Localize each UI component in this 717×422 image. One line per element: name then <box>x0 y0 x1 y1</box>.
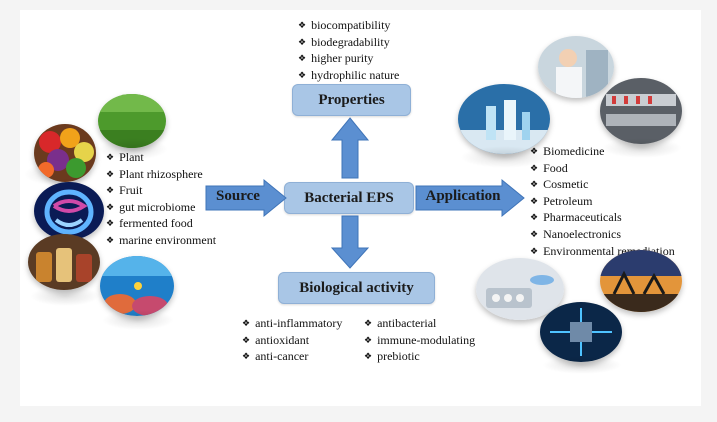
photo-shadow <box>98 138 168 160</box>
photo-shadow <box>102 310 174 330</box>
biological-activity-box: Biological activity <box>278 272 435 304</box>
application-item: Petroleum <box>530 194 675 211</box>
source-item: Plant rhizosphere <box>106 167 216 184</box>
application-list: Biomedicine Food Cosmetic Petroleum Phar… <box>530 144 675 260</box>
fruit-photo-icon <box>34 124 96 182</box>
biological-activity-label: Biological activity <box>299 279 414 296</box>
application-label: Application <box>425 188 501 204</box>
application-item: Biomedicine <box>530 144 675 161</box>
properties-item: higher purity <box>298 51 399 68</box>
photo-shadow <box>460 146 550 168</box>
source-item: fermented food <box>106 216 216 233</box>
source-label: Source <box>216 188 260 204</box>
source-item: Fruit <box>106 183 216 200</box>
biological-activity-item: antioxidant <box>242 333 342 350</box>
application-item: Food <box>530 161 675 178</box>
photo-shadow <box>542 356 622 374</box>
source-item: marine environment <box>106 233 216 250</box>
pills-photo-icon <box>476 258 564 320</box>
biological-activity-list-right: antibacterial immune-modulating prebioti… <box>364 316 475 366</box>
biological-activity-item: prebiotic <box>364 349 475 366</box>
properties-box: Properties <box>292 84 411 116</box>
application-item: Cosmetic <box>530 177 675 194</box>
center-box: Bacterial EPS <box>284 182 414 214</box>
photo-shadow <box>30 286 100 306</box>
source-list: Plant Plant rhizosphere Fruit gut microb… <box>106 150 216 250</box>
properties-list: biocompatibility biodegradability higher… <box>298 18 399 84</box>
biological-activity-list-left: anti-inflammatory antioxidant anti-cance… <box>242 316 342 366</box>
application-arrow <box>415 178 525 218</box>
source-item: gut microbiome <box>106 200 216 217</box>
biological-activity-item: antibacterial <box>364 316 475 333</box>
properties-label: Properties <box>318 91 385 108</box>
fermented-food-photo-icon <box>28 234 100 290</box>
center-label: Bacterial EPS <box>304 189 394 206</box>
source-item: Plant <box>106 150 216 167</box>
properties-item: biodegradability <box>298 35 399 52</box>
biological-activity-item: immune-modulating <box>364 333 475 350</box>
up-arrow <box>330 117 370 179</box>
lab-scientist-photo-icon <box>538 36 614 98</box>
production-line-photo-icon <box>600 78 682 144</box>
coral-reef-photo-icon <box>100 256 174 316</box>
grass-photo-icon <box>98 94 166 148</box>
biological-activity-item: anti-inflammatory <box>242 316 342 333</box>
gut-photo-icon <box>34 182 104 240</box>
biological-activity-item: anti-cancer <box>242 349 342 366</box>
application-item: Nanoelectronics <box>530 227 675 244</box>
down-arrow <box>330 215 370 269</box>
properties-item: hydrophilic nature <box>298 68 399 85</box>
chip-photo-icon <box>540 302 622 362</box>
diagram-canvas: biocompatibility biodegradability higher… <box>20 10 701 406</box>
oil-pump-photo-icon <box>600 250 682 312</box>
properties-item: biocompatibility <box>298 18 399 35</box>
application-item: Pharmaceuticals <box>530 210 675 227</box>
lab-photo-icon <box>458 84 550 154</box>
photo-shadow <box>602 138 682 158</box>
